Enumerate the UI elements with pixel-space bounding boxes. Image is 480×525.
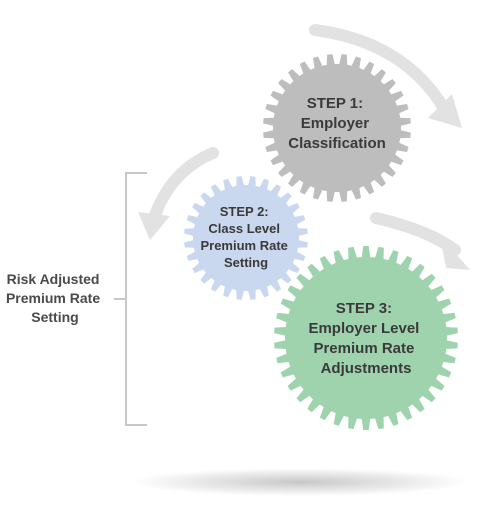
arrow-into-step1 — [309, 24, 451, 116]
step2-gear — [184, 176, 308, 300]
side-bracket — [125, 172, 147, 426]
step3-gear — [274, 246, 458, 430]
step1-label: STEP 1: Employer Classification — [288, 95, 386, 152]
arrow-step1-to-step2-head — [138, 212, 170, 240]
arrow-step2-to-step3-head — [440, 236, 470, 270]
arrow-into-step1-head — [428, 94, 462, 128]
arrow-step2-to-step3 — [370, 212, 461, 256]
risk-adjusted-label: Risk Adjusted Premium Rate Setting — [6, 271, 104, 325]
arrow-step1-to-step2 — [149, 147, 219, 221]
step2-label: STEP 2: Class Level Premium Rate Setting — [200, 204, 291, 270]
ground-shadow — [130, 468, 470, 496]
step3-label: STEP 3: Employer Level Premium Rate Adju… — [308, 300, 423, 377]
step1-gear — [263, 54, 411, 202]
